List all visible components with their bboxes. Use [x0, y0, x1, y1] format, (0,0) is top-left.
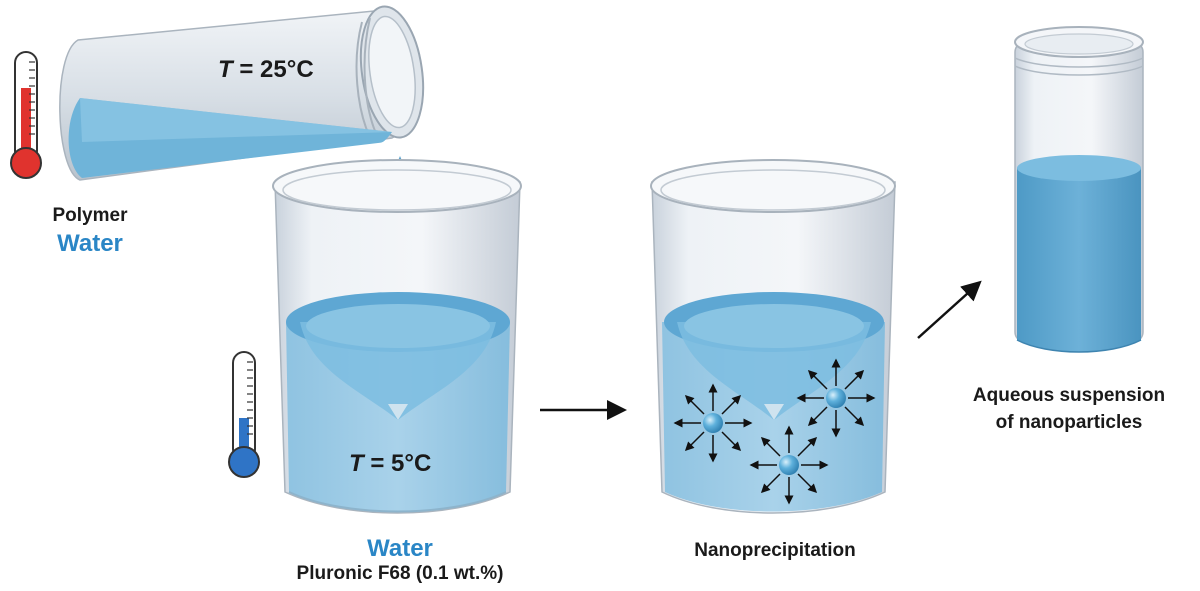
beaker-cold-water: [272, 159, 522, 514]
vial-label-line2: of nanoparticles: [995, 412, 1143, 433]
nanoparticle-icon: [673, 358, 876, 505]
beaker1-temperature-value: = 5°C: [363, 450, 432, 477]
tube-label-polymer: Polymer: [52, 205, 128, 226]
beaker1-label-pluronic: Pluronic F68 (0.1 wt.%): [296, 563, 504, 584]
beaker-nanoprecipitation: [650, 159, 896, 514]
tube-temperature-value: = 25°C: [232, 56, 314, 83]
tube-temperature-symbol: T: [218, 56, 233, 83]
beaker2-label-nanoprecipitation: Nanoprecipitation: [694, 540, 856, 561]
vial-label-line1: Aqueous suspension: [972, 385, 1166, 406]
arrow-up-right-icon: [917, 280, 982, 339]
beaker1-label-water: Water: [367, 535, 433, 562]
tilted-tube: [59, 5, 425, 181]
tube-temperature-label: T = 25°C: [218, 56, 314, 84]
tube-label-water: Water: [57, 230, 123, 257]
thermometer-cold-icon: [228, 351, 260, 478]
thermometer-hot-icon: [10, 51, 42, 179]
beaker1-temperature-symbol: T: [349, 450, 364, 477]
beaker1-temperature-label: T = 5°C: [349, 450, 431, 478]
vial-suspension: [1014, 26, 1144, 353]
